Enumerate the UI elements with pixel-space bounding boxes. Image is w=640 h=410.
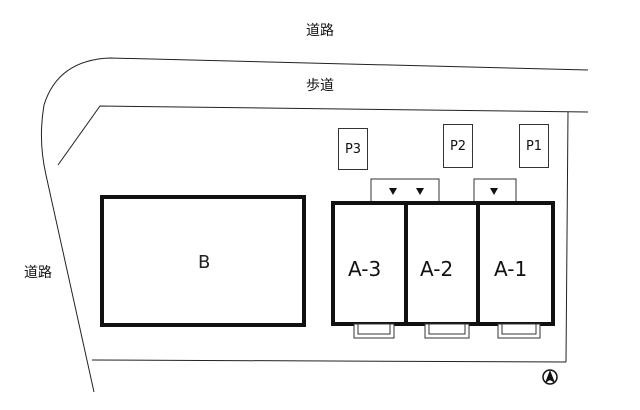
parking-space-p3: P3 — [338, 128, 368, 170]
building-b — [100, 195, 306, 327]
balcony-a2-inner — [428, 323, 466, 335]
entrance-arrow-a2 — [416, 188, 424, 195]
road-label-top: 道路 — [306, 23, 334, 39]
property-line-bottom — [91, 359, 567, 363]
walkway-label: 歩道 — [306, 78, 334, 94]
road-edge-outer — [40, 57, 589, 393]
entrance-canopy-a3-a2 — [370, 178, 440, 203]
balcony-a2 — [424, 323, 470, 339]
balcony-a1-inner — [501, 323, 537, 335]
unit-a1-label: A-1 — [494, 257, 528, 281]
parking-space-p1: P1 — [519, 124, 549, 168]
road-label-left: 道路 — [24, 265, 52, 281]
entrance-arrow-a3 — [389, 188, 397, 195]
entrance-arrow-a1 — [490, 188, 498, 195]
unit-a3-label: A-3 — [348, 257, 382, 281]
balcony-a1 — [497, 323, 541, 339]
north-arrow-icon — [542, 369, 558, 385]
balcony-a3 — [353, 323, 395, 339]
building-b-label: B — [198, 252, 211, 273]
unit-a2-label: A-2 — [420, 257, 454, 281]
unit-a2 — [404, 201, 480, 326]
property-line-right — [565, 111, 569, 363]
balcony-a3-inner — [357, 323, 391, 335]
parking-space-p2: P2 — [443, 124, 473, 168]
walkway-edge — [57, 105, 589, 166]
